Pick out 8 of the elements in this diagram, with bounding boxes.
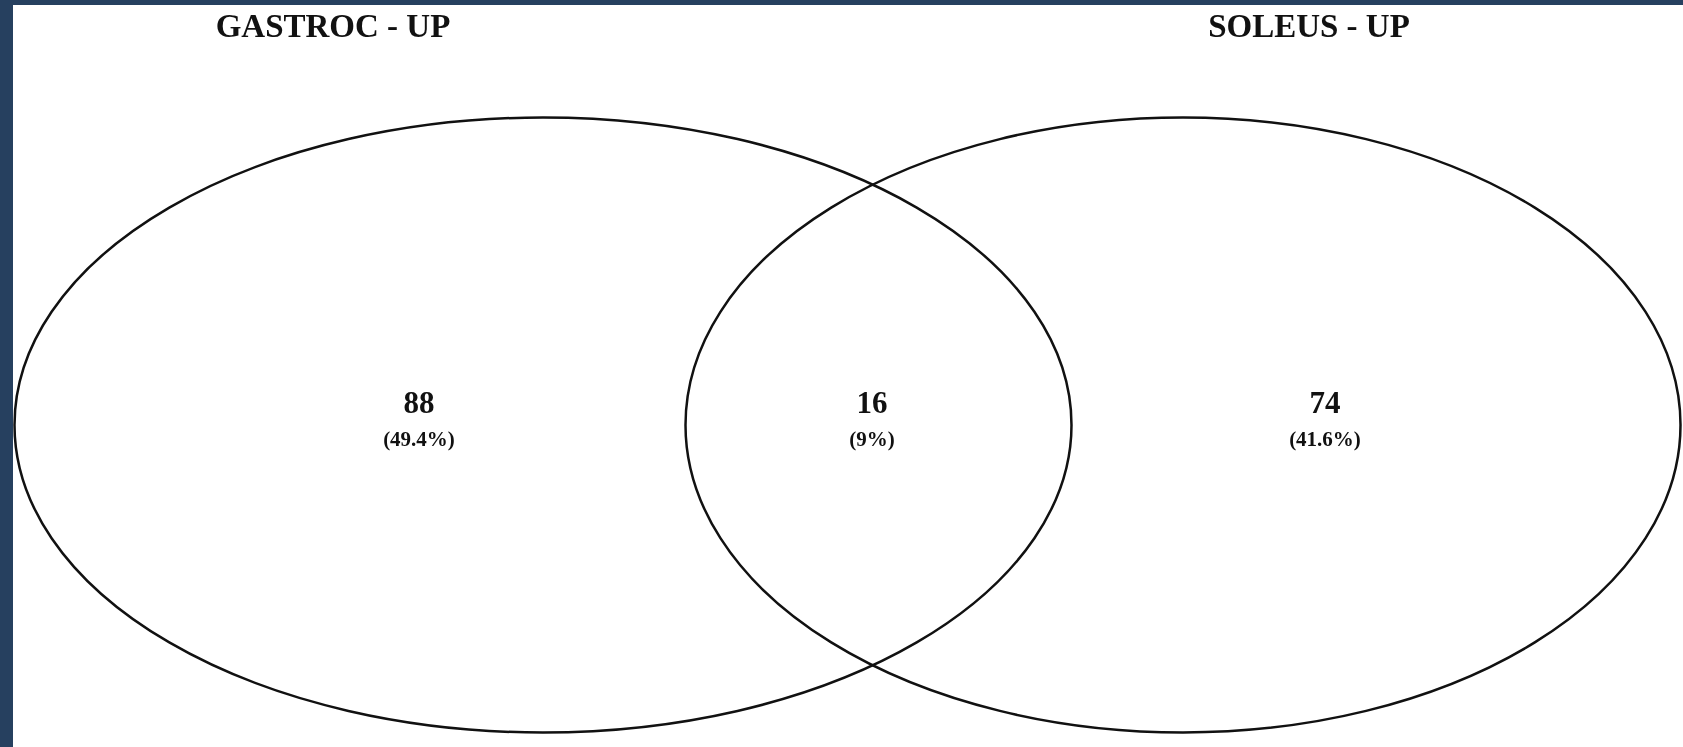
count-label: 88	[403, 385, 435, 421]
count-label: 16	[856, 385, 888, 421]
set-title: GASTROC - UP	[215, 8, 451, 45]
percent-label: (9%)	[849, 427, 895, 452]
set-title: SOLEUS - UP	[1208, 8, 1410, 45]
count-label: 74	[1309, 385, 1341, 421]
percent-label: (41.6%)	[1289, 427, 1361, 452]
percent-label: (49.4%)	[383, 427, 455, 452]
